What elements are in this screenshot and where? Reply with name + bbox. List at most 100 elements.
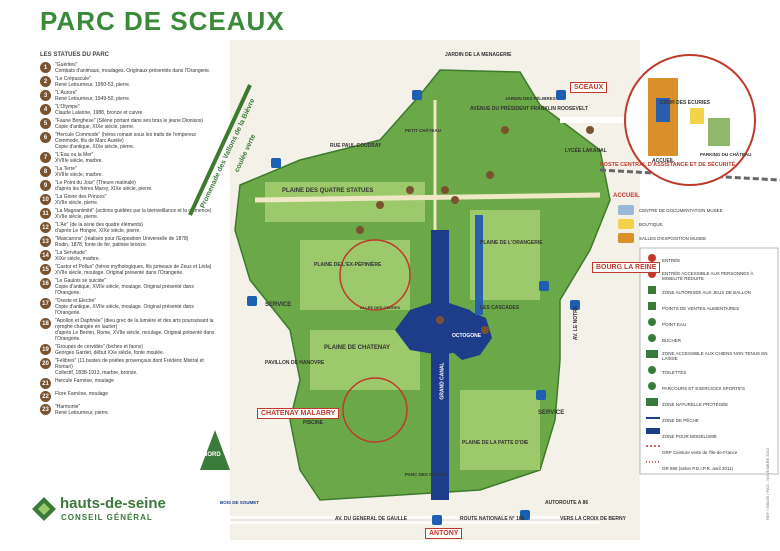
label-plaine-orangerie: PLAINE DE L'ORANGERIE [480,240,543,246]
statue-item: 20 "Félibres" (11 bustes de poètes proven… [40,358,220,376]
label-plaine-patte: PLAINE DE LA PATTE D'OIE [462,440,529,446]
statue-text: "La Terre"XVIIIe siècle, marbre. [55,166,103,178]
statue-name: Flore Farnèse, moulage [55,391,109,397]
statue-text: "L'Eau ou la Mer"XVIIIe siècle, marbre. [55,152,103,164]
legend-label: ENTRÉE [662,257,681,263]
statue-name: "Le Crépuscule" [55,76,91,82]
cascades[interactable] [475,215,483,315]
statue-desc: XVIIe siècle, pierre. [55,200,99,206]
statue-desc: Copie d'antique, XVIIe siècle, moulage. … [55,284,194,296]
promenade-path [188,84,252,216]
statue-text: "Mascarons" (réalisés pour l'Exposition … [55,236,188,248]
legend-item: ENTRÉE ACCESSIBLE AUX PERSONNES À MOBILI… [640,268,775,284]
statue-name: "L'Aurore" [55,90,78,96]
statue-text: "L'Air" (de la série des quatre éléments… [55,222,143,234]
label-grand-canal: GRAND CANAL [439,362,446,400]
statue-desc: XIXe siècle, marbre. [55,256,101,262]
statue-item: 17"Oreste et Electre"Copie d'antique, XV… [40,298,220,316]
statue-number-badge: 9 [40,180,51,191]
statue-text: "Faune Borghese" (Silène portant dans se… [55,118,203,130]
statue-desc: René Letourneur, pierre. [55,410,110,416]
statue-name: "Castor et Pollux" (héros mythologiques,… [55,264,212,270]
legend-item: PARCOURS ET EXERCICES SPORTIFS [640,380,775,396]
statue-desc: XVIIIe siècle, marbre. [55,158,103,164]
statue-item: 6 "Hercule Commode" (héros romain sous le… [40,132,220,150]
statue-text: "Guérites"Combats d'animaux, moulages. O… [55,62,210,74]
legend-item: ZONE NATURELLE PROTÉGÉE [640,396,775,412]
statue-item: 3 "L'Aurore"René Letourneur, 1949-50, pie… [40,90,220,102]
statue-desc: Copie d'antique, XIXe siècle, pierre. [55,144,135,150]
statue-name: "La Terre" [55,166,77,172]
statue-name: "La Servitude" [55,250,87,256]
statue-name: "Groupes de cervidés" (biches et faons) [55,344,144,350]
statue-text: "L'Aurore"René Letourneur, 1949-50, pier… [55,90,130,102]
statue-item: 15 "Castor et Pollux" (héros mythologique… [40,264,220,276]
statue-number-badge: 20 [40,358,51,369]
statue-text: "Le Gaulois se suicide"Copie d'antique, … [55,278,220,296]
octogone-basin[interactable] [448,308,492,360]
statues-list-title: LES STATUES DU PARC [40,52,110,58]
legend-item: ZONE DE PÊCHE [640,412,775,428]
statue-number-badge: 3 [40,90,51,101]
statue-text: "Castor et Pollux" (héros mythologiques,… [55,264,211,276]
label-rue-paul: RUE PAUL COUDRAY [330,143,382,149]
statue-text: "L'Olympe"Claude Lalanne, 1988, bronze e… [55,104,144,116]
statue-text: "Félibres" (11 bustes de poètes provença… [55,358,220,376]
legend-label: ZONE AUTORISÉE AUX JEUX DE BALLON [662,289,751,295]
statue-desc: Claude Lalanne, 1988, bronze et cuivre. [55,110,144,116]
statue-item: 10"La Gloire des Princes"XVIIe siècle, p… [40,194,220,206]
logo-brand: hauts-de-seine [60,495,166,512]
statue-number-badge: 12 [40,222,51,233]
statue-name: "Hercule Commode" (héros romain sous les… [55,132,197,144]
label-av-leclerc: AV. LE NOTRE [573,305,580,341]
lawn-pepiniere [300,240,410,310]
label-accueil: ACCUEIL [613,193,640,199]
statue-name: "La Magnanimité" (actions guidées par la… [55,208,212,214]
statue-number-badge: 6 [40,132,51,143]
statue-name: "L'Air" (de la série des quatre éléments… [55,222,143,228]
statue-list: 1 "Guérites"Combats d'animaux, moulages. … [40,62,220,418]
boutique-building [690,108,704,124]
statue-desc: Copie d'antique, XIXe siècle, pierre. [55,124,135,130]
statue-text: "La Magnanimité" (actions guidées par la… [55,208,211,220]
label-av-gaulle: AV. DU GENERAL DE GAULLE [335,516,408,522]
logo: hauts-de-seine CONSEIL GÉNÉRAL [30,495,166,528]
legend-item: ZONE AUTORISÉE AUX JEUX DE BALLON [640,284,775,300]
statue-desc: XVIIe siècle, moulage. Original présenté… [55,270,184,276]
label-parc-sports: PARC DES SPORTS [405,472,448,477]
statue-name: "Le Point du Jour" (Theure matinale) [55,180,136,186]
statue-desc: René Letourneur, 1950-53, pierre. [55,82,131,88]
legend-label: PARCOURS ET EXERCICES SPORTIFS [662,385,746,391]
legend-label: POINT EAU [662,321,687,327]
statue-text: "Le Point du Jour" (Theure matinale)d'ap… [55,180,153,192]
legend-item: ZONE ACCESSIBLE AUX CHIENS NON TENUS EN … [640,348,775,364]
grand-canal[interactable] [431,230,449,500]
label-service-right: SERVICE [538,410,565,416]
statue-text: Hercule Farnèse, moulage [55,378,114,384]
legend-label: GR 655 (selon P.D.I.P.R. avril 2011) [662,465,734,471]
statue-number-badge: 21 [40,378,51,389]
statue-number-badge: 15 [40,264,51,275]
statue-number-badge: 5 [40,118,51,129]
statue-text: "Groupes de cervidés" (biches et faons)G… [55,344,164,356]
statue-number-badge: 8 [40,166,51,177]
statue-number-badge: 1 [40,62,51,73]
statue-name: "Faune Borghese" (Silène portant dans se… [55,118,204,124]
legend-label: ZONE POUR MODÉLISME [662,433,718,439]
legend-item: GR 655 (selon P.D.I.P.R. avril 2011) [640,460,775,476]
legend-label: BUCHER [662,337,682,343]
pill-bourg-la-reine: BOURG LA REINE [592,262,661,273]
nord-arrow-icon [200,430,230,470]
statue-name: "Apollon et Daphnée" (dieu grec de la lu… [55,318,214,330]
legend-label: ZONE DE PÊCHE [662,417,699,423]
label-accueil-ecuries: ACCUEIL [652,158,675,164]
legend-item: BUCHER [640,332,775,348]
legend-swatch [618,205,634,215]
pill-chatenay: CHATENAY MALABRY [257,408,340,419]
statue-item: 9 "Le Point du Jour" (Theure matinale)d'a… [40,180,220,192]
label-allee-cedres: ALLÉE DES CEDRES [360,305,401,310]
label-route-186: ROUTE NATIONALE N° 186 [460,516,525,522]
statue-desc: d'après Le Hongre, XIXe siècle, pierre. [55,228,141,234]
